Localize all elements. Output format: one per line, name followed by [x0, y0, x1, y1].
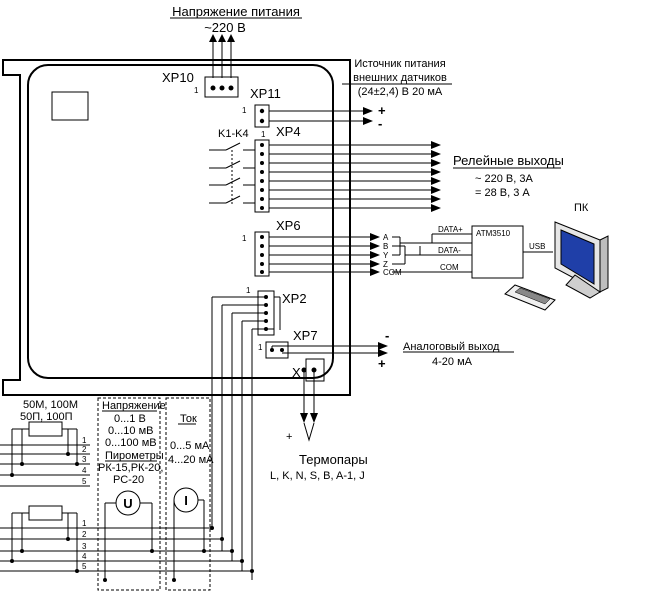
pc-icon	[504, 221, 609, 311]
current-range-1: 0...5 мА	[170, 440, 210, 452]
voltmeter-symbol: U	[123, 496, 132, 511]
current-range-2: 4...20 мА	[168, 454, 214, 466]
converter-com: COM	[440, 263, 459, 272]
xp4-connector	[254, 139, 270, 213]
xp6-pin-b: B	[383, 242, 388, 251]
voltage-range-2: 0...10 мВ	[108, 425, 153, 437]
x-label: X	[292, 365, 301, 380]
xp2-wires	[211, 295, 281, 580]
xp4-pin1: 1	[261, 130, 266, 139]
terminal-3-bottom: 3	[82, 542, 87, 551]
terminal-3-top: 3	[82, 455, 87, 464]
thermocouples-types: L, K, N, S, B, A-1, J	[270, 470, 365, 482]
converter-data-plus: DATA+	[438, 225, 463, 234]
analog-plus: +	[378, 356, 386, 371]
thermocouple-plus: +	[286, 431, 292, 443]
terminal-2-top: 2	[82, 445, 87, 454]
thermocouples-title: Термопары	[299, 452, 368, 467]
xp6-pin-y: Y	[383, 251, 389, 260]
xp6-pin1: 1	[242, 234, 247, 243]
rtd-resistor-2	[28, 505, 63, 521]
pyrometers-title: Пирометры	[105, 450, 164, 462]
rtd-line2: 50П, 100П	[20, 411, 73, 423]
rtd-line1: 50М, 100М	[23, 399, 78, 411]
thermocouple-junction	[303, 422, 315, 442]
sensor-supply-line1: Источник питания	[354, 58, 445, 70]
ammeter-symbol: I	[184, 493, 188, 508]
xp10-pin1: 1	[194, 86, 199, 95]
rtd-resistor-1	[28, 421, 63, 437]
power-title: Напряжение питания	[172, 4, 300, 19]
voltage-range-3: 0...100 мВ	[105, 437, 157, 449]
pyrometers-models: РК-15,РК-20,	[98, 462, 163, 474]
voltage-input-box	[97, 397, 161, 591]
terminal-2-bottom: 2	[82, 530, 87, 539]
display-window	[51, 91, 89, 121]
xp11-label: XP11	[250, 86, 281, 101]
terminal-1-top: 1	[82, 436, 87, 445]
xp11-pin1: 1	[242, 106, 247, 115]
power-arrows	[209, 34, 235, 78]
terminal-1-bottom: 1	[82, 519, 87, 528]
converter-usb: USB	[529, 242, 545, 251]
terminal-4-bottom: 4	[82, 552, 87, 561]
xp6-pin-a: A	[383, 233, 389, 242]
sensor-supply-minus: -	[378, 116, 382, 131]
pc-label: ПК	[574, 202, 589, 214]
relay-group-label: K1-K4	[218, 128, 249, 140]
rtd-wiring-1	[0, 428, 90, 487]
xp2-pin1: 1	[246, 286, 251, 295]
relay-output-lines	[260, 141, 441, 212]
xp6-connector	[254, 231, 270, 277]
xp10-label: XP10	[162, 70, 194, 85]
voltage-range-1: 0...1 В	[114, 413, 146, 425]
converter-name: ATM3510	[476, 229, 511, 238]
rs485-bus-lines	[392, 233, 472, 273]
xp10-connector	[204, 76, 239, 98]
pyrometers-model2: РС-20	[113, 474, 144, 486]
analog-minus: -	[385, 328, 389, 343]
sensor-supply-line2: внешних датчиков	[353, 72, 447, 84]
relay-spec2: = 28 В, 3 А	[475, 187, 530, 199]
xp6-label: XP6	[276, 218, 301, 233]
xp4-label: XP4	[276, 124, 301, 139]
analog-output-title: Аналоговый выход	[403, 341, 500, 353]
relay-outputs-title: Релейные выходы	[453, 153, 564, 168]
power-voltage: ~220 В	[204, 20, 246, 35]
xp7-label: XP7	[293, 328, 318, 343]
voltage-title: Напряжение	[102, 400, 166, 412]
xp6-pin-z: Z	[383, 260, 388, 269]
sensor-supply-plus: +	[378, 103, 386, 118]
xp7-connector	[265, 341, 289, 359]
xp2-label: XP2	[282, 291, 307, 306]
device-body	[27, 64, 334, 379]
terminal-5-bottom: 5	[82, 562, 87, 571]
analog-output-spec: 4-20 мА	[432, 356, 473, 368]
xp7-pin1: 1	[258, 343, 263, 352]
xp11-connector	[254, 104, 270, 128]
sensor-supply-line3: (24±2,4) В 20 мА	[358, 86, 443, 98]
relay-spec1: ~ 220 В, 3А	[475, 173, 533, 185]
current-input-box	[165, 397, 211, 591]
rtd-wiring-2	[0, 512, 254, 582]
converter-data-minus: DATA-	[438, 246, 461, 255]
terminal-4-top: 4	[82, 466, 87, 475]
relay-contacts	[209, 142, 255, 205]
current-title: Ток	[180, 413, 197, 425]
terminal-5-top: 5	[82, 477, 87, 486]
